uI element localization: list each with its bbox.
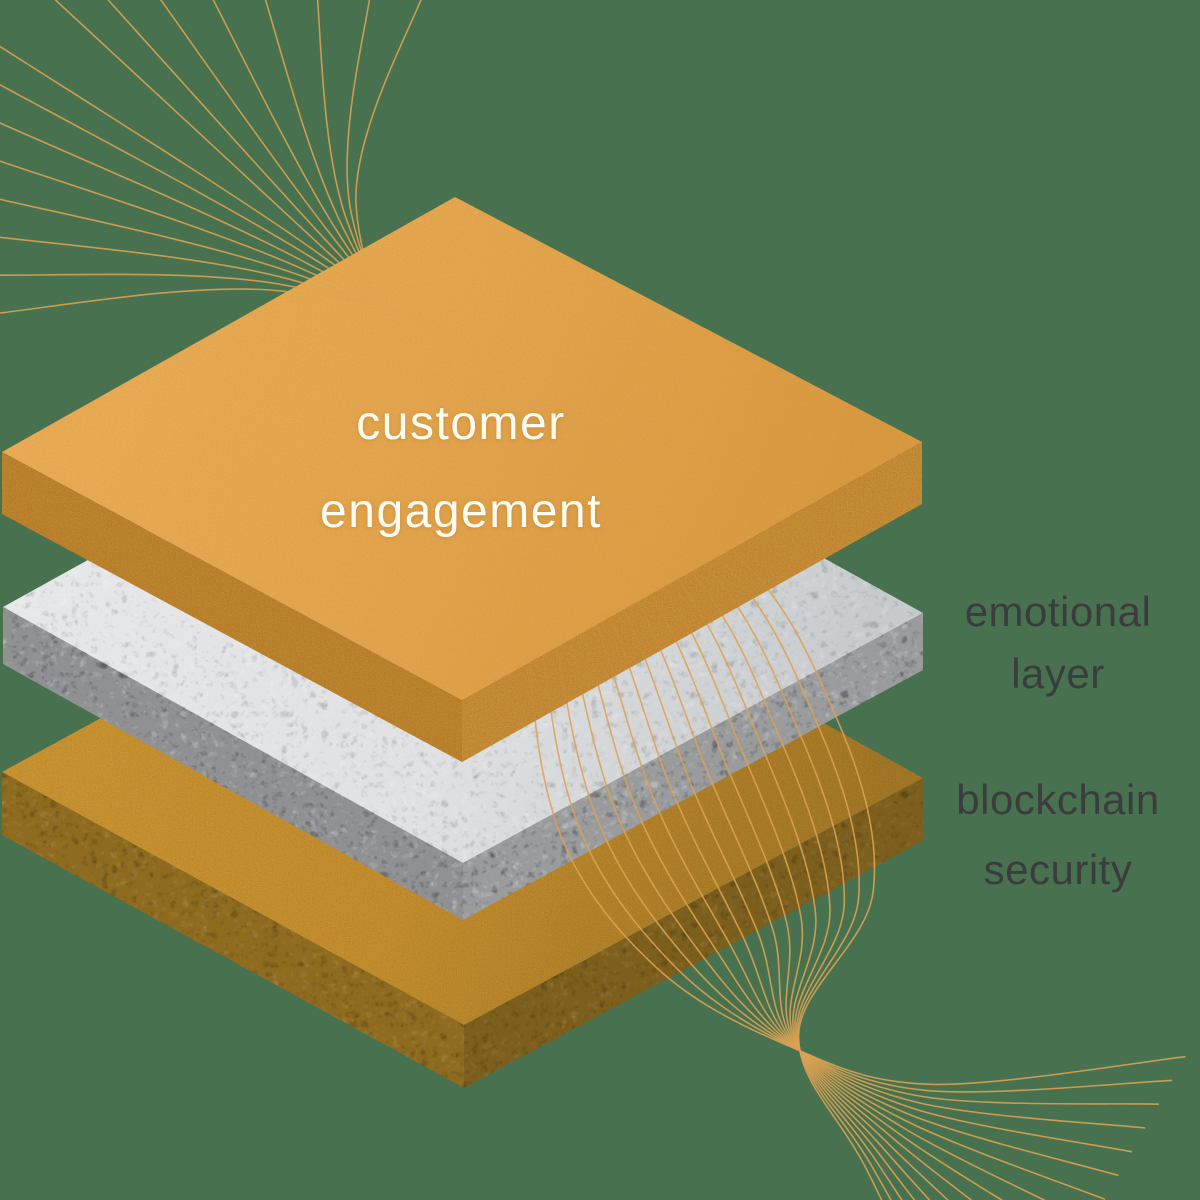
label-blockchain-security-line1: blockchain <box>956 776 1160 823</box>
label-blockchain-security-line2: security <box>983 846 1133 893</box>
label-emotional-layer-line2: layer <box>1011 650 1105 697</box>
label-emotional-layer: emotional layer <box>908 581 1200 705</box>
label-customer-engagement-line2: engagement <box>320 485 602 538</box>
top-layer-slab <box>2 197 922 762</box>
label-emotional-layer-line1: emotional <box>964 588 1152 635</box>
label-blockchain-security: blockchain security <box>908 765 1200 905</box>
label-customer-engagement: customer engagement <box>141 380 781 556</box>
label-customer-engagement-line1: customer <box>356 397 566 450</box>
